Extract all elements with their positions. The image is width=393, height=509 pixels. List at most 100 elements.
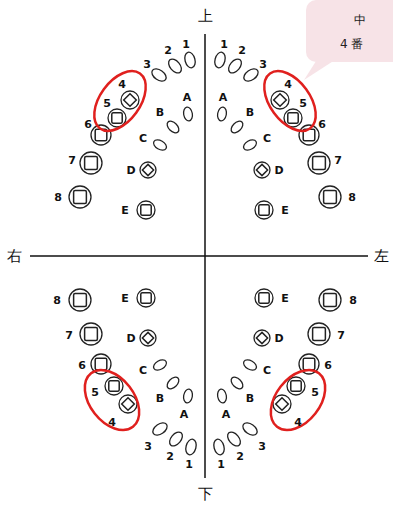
callout-text: 4 番	[340, 38, 363, 50]
incisor-tooth	[242, 66, 261, 83]
molar-tooth	[271, 91, 289, 109]
molar-tooth	[308, 323, 330, 345]
tooth-number: 8	[53, 295, 61, 306]
tooth-number: 8	[349, 295, 357, 306]
primary-tooth-letter: E	[121, 205, 129, 216]
primary-tooth-letter: C	[139, 133, 147, 144]
incisor-tooth	[165, 375, 181, 391]
tooth-number: 5	[299, 98, 307, 109]
incisor-tooth	[213, 51, 227, 69]
tooth-number: 8	[348, 192, 356, 203]
incisor-tooth	[217, 106, 228, 121]
highlight-ring	[260, 360, 337, 441]
tooth-crown-mark	[256, 164, 267, 175]
tooth-number: 1	[220, 39, 228, 50]
tooth-crown-mark	[142, 164, 153, 175]
tooth-crown-mark	[313, 328, 326, 341]
tooth-crown-mark	[141, 205, 151, 215]
incisor-tooth	[166, 57, 184, 76]
molar-tooth	[140, 330, 156, 346]
tooth-number: 8	[54, 192, 62, 203]
tooth-crown-mark	[85, 328, 98, 341]
tooth-number: 5	[103, 98, 111, 109]
molar-tooth	[80, 323, 102, 345]
molar-tooth	[308, 152, 330, 174]
incisor-tooth	[226, 57, 244, 76]
tooth-number: 6	[78, 360, 86, 371]
tooth-number: 1	[182, 39, 190, 50]
horizontal-axis	[30, 255, 368, 257]
tooth-number: 4	[108, 417, 116, 428]
tooth-crown-mark	[95, 358, 107, 370]
primary-tooth-letter: E	[281, 205, 289, 216]
direction-label: 上	[198, 9, 213, 24]
incisor-tooth	[242, 358, 258, 373]
molar-tooth	[140, 162, 156, 178]
molar-tooth	[137, 201, 155, 219]
molar-tooth	[287, 377, 305, 395]
tooth-crown-mark	[142, 332, 153, 343]
incisor-tooth	[152, 358, 168, 373]
tooth-crown-mark	[74, 191, 87, 204]
tooth-crown-mark	[259, 293, 269, 303]
molar-tooth	[137, 289, 155, 307]
molar-tooth	[121, 91, 139, 109]
tooth-number: 2	[164, 45, 172, 56]
tooth-crown-mark	[124, 94, 137, 107]
incisor-tooth	[242, 138, 258, 153]
incisor-tooth	[152, 138, 168, 153]
primary-tooth-letter: E	[281, 293, 289, 304]
highlight-ring	[84, 62, 156, 141]
tooth-crown-mark	[276, 398, 289, 411]
tooth-crown-mark	[313, 157, 326, 170]
primary-tooth-letter: C	[263, 365, 271, 376]
molar-tooth	[80, 152, 102, 174]
tooth-crown-mark	[109, 381, 119, 391]
tooth-crown-mark	[122, 398, 135, 411]
tooth-crown-mark	[256, 332, 267, 343]
molar-tooth	[119, 395, 137, 413]
tooth-crown-mark	[324, 191, 337, 204]
tooth-number: 3	[144, 441, 152, 452]
tooth-number: 6	[318, 119, 326, 130]
primary-tooth-letter: D	[274, 333, 283, 344]
primary-tooth-letter: C	[139, 365, 147, 376]
molar-tooth	[319, 186, 341, 208]
tooth-crown-mark	[259, 205, 269, 215]
incisor-tooth	[165, 119, 181, 135]
tooth-crown-mark	[303, 358, 315, 370]
tooth-number: 3	[143, 59, 151, 70]
primary-tooth-letter: E	[121, 293, 129, 304]
molar-tooth	[255, 289, 273, 307]
tooth-crown-mark	[112, 113, 122, 123]
incisor-tooth	[225, 430, 243, 449]
primary-tooth-letter: B	[156, 107, 164, 118]
molar-tooth	[273, 395, 291, 413]
incisor-tooth	[151, 420, 170, 437]
tooth-crown-mark	[324, 294, 337, 307]
molar-tooth	[319, 289, 341, 311]
primary-tooth-letter: D	[126, 165, 135, 176]
tooth-number: 2	[166, 451, 174, 462]
primary-tooth-letter: C	[263, 133, 271, 144]
incisor-tooth	[183, 51, 197, 69]
incisor-tooth	[217, 388, 228, 403]
tooth-crown-mark	[85, 157, 98, 170]
tooth-number: 7	[337, 330, 345, 341]
tooth-crown-mark	[291, 381, 301, 391]
molar-tooth	[105, 377, 123, 395]
tooth-number: 4	[118, 79, 126, 90]
primary-tooth-letter: B	[246, 107, 254, 118]
callout-bubble: 中4 番	[306, 0, 393, 62]
tooth-number: 3	[258, 441, 266, 452]
tooth-number: 2	[238, 45, 246, 56]
primary-tooth-letter: D	[126, 333, 135, 344]
molar-tooth	[254, 330, 270, 346]
molar-tooth	[69, 186, 91, 208]
direction-label: 下	[198, 487, 213, 502]
direction-label: 左	[374, 249, 389, 264]
tooth-number: 4	[284, 79, 292, 90]
molar-tooth	[69, 289, 91, 311]
